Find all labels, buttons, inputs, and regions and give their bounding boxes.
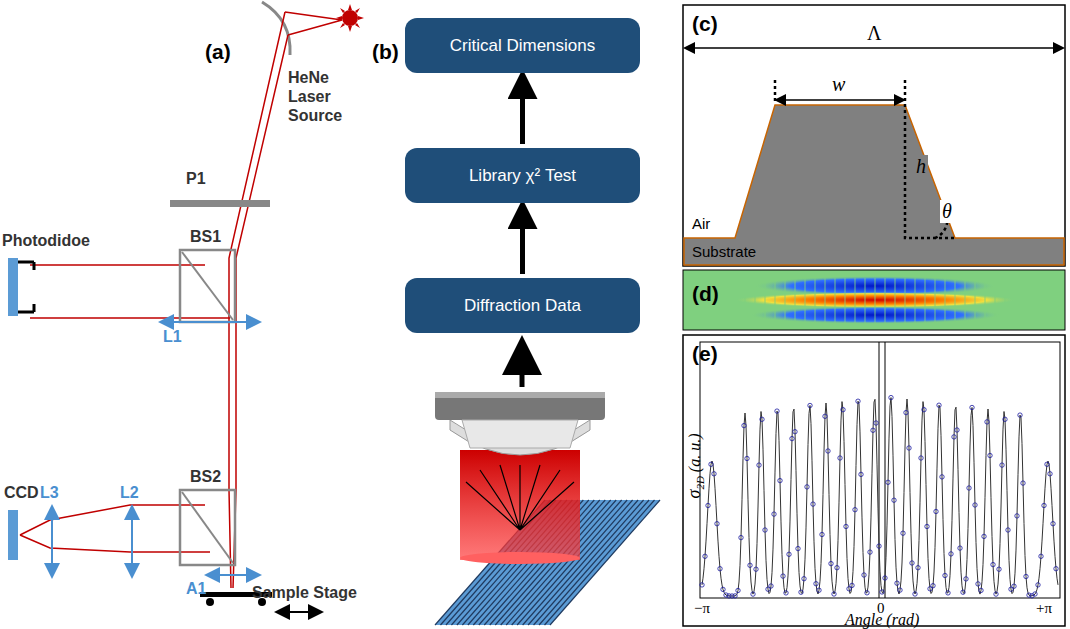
box-text: Library χ² Test — [459, 162, 586, 190]
scatter-plot — [683, 335, 1065, 626]
box-text: Critical Dimensions — [440, 32, 605, 60]
label: P1 — [186, 170, 206, 188]
label: CCD — [4, 484, 39, 502]
label: Substrate — [690, 243, 758, 260]
label: w — [830, 73, 847, 96]
process-box: Diffraction Data — [405, 278, 640, 333]
label: (a. u.) — [686, 434, 703, 473]
label: Sample Stage — [252, 584, 357, 602]
process-box: Library χ² Test — [405, 148, 640, 203]
label: Air — [690, 215, 712, 232]
label: θ — [940, 200, 954, 223]
label: −π — [694, 600, 710, 617]
label: HeNe Laser Source — [288, 68, 368, 125]
label: L3 — [40, 484, 59, 502]
label: BS2 — [190, 468, 221, 486]
label: L2 — [120, 484, 139, 502]
label: h — [914, 155, 928, 178]
label: 2D — [694, 476, 706, 489]
label: L1 — [163, 328, 182, 346]
label: A1 — [186, 580, 206, 598]
process-box: Critical Dimensions — [405, 18, 640, 73]
label: σ — [684, 490, 704, 499]
label: (c) — [692, 12, 718, 36]
label: (d) — [692, 282, 719, 306]
label: +π — [1036, 600, 1052, 617]
box-text: Diffraction Data — [454, 292, 591, 320]
label: (a) — [205, 40, 231, 64]
label: BS1 — [190, 228, 221, 246]
label: Angle (rad) — [845, 611, 919, 629]
microscope-illustration — [435, 345, 660, 625]
axis-title: σ2D (a. u.) — [684, 411, 706, 521]
diffraction-image — [683, 270, 1065, 330]
label: Photodidoe — [2, 232, 90, 250]
label: (b) — [372, 40, 399, 64]
label: Λ — [865, 22, 884, 45]
flow-arrow — [520, 79, 525, 144]
profile-drawing — [683, 5, 1065, 266]
label: (e) — [692, 342, 718, 366]
flow-arrow — [520, 209, 525, 274]
